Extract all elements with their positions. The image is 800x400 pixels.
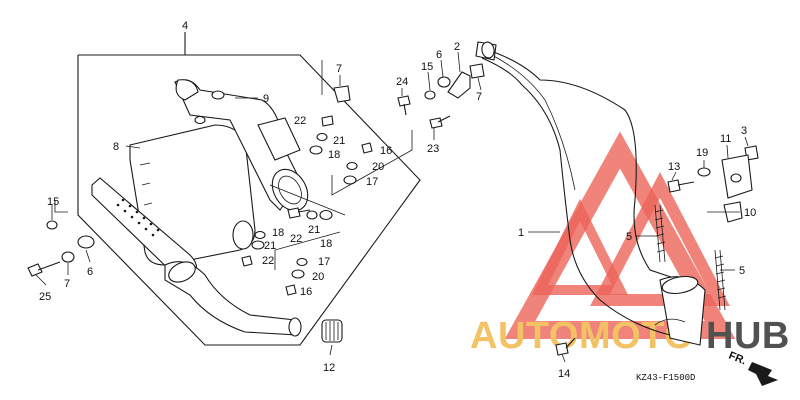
bolt-stack-upper xyxy=(309,115,413,196)
callout-24: 24 xyxy=(396,76,408,88)
watermark-text-right: HUB xyxy=(706,315,790,357)
callout-7-top: 7 xyxy=(336,63,342,75)
muffler-cover xyxy=(174,79,309,212)
callout-15-top: 15 xyxy=(421,61,433,73)
callout-5-right: 5 xyxy=(739,265,745,277)
diagram-code: KZ43-F1500D xyxy=(636,373,695,383)
watermark-logo: AUTOMOTO HUB xyxy=(470,131,790,357)
callout-22-left: 22 xyxy=(262,255,274,267)
callout-21-upper: 21 xyxy=(333,135,345,147)
callout-16-lower: 16 xyxy=(300,286,312,298)
hardware-left xyxy=(27,85,351,343)
hardware-right xyxy=(555,145,759,356)
assembly-frame-4 xyxy=(54,32,421,346)
callout-16-upper: 16 xyxy=(380,145,392,157)
callout-12: 12 xyxy=(323,362,335,374)
callout-8: 8 xyxy=(113,141,119,153)
callout-1: 1 xyxy=(518,227,524,239)
callout-22-upper: 22 xyxy=(294,115,306,127)
watermark-text-left: AUTOMOTO xyxy=(470,315,694,357)
springs xyxy=(654,204,727,311)
hardware-upper-mid xyxy=(397,63,485,129)
callout-5-left: 5 xyxy=(626,231,632,243)
callout-21-left: 21 xyxy=(264,240,276,252)
callout-4: 4 xyxy=(182,20,188,32)
callout-9: 9 xyxy=(263,93,269,105)
bolt-stack-middle xyxy=(241,184,346,267)
callout-25: 25 xyxy=(39,291,51,303)
callout-21-middle: 21 xyxy=(308,224,320,236)
callout-15-left: 15 xyxy=(47,196,59,208)
leader-lines xyxy=(35,51,749,363)
callout-18-upper: 18 xyxy=(328,149,340,161)
callout-14: 14 xyxy=(558,368,570,380)
callout-11: 11 xyxy=(720,133,731,145)
callout-7-left: 7 xyxy=(64,278,70,290)
callout-6-left: 6 xyxy=(87,266,93,278)
callout-18-middle: 18 xyxy=(320,238,332,250)
callout-2: 2 xyxy=(454,41,460,53)
front-arrow-icon xyxy=(748,362,778,386)
callout-20-upper: 20 xyxy=(372,161,384,173)
bolt-stack-lower xyxy=(274,231,341,296)
callout-20-lower: 20 xyxy=(312,271,324,283)
callout-22-middle: 22 xyxy=(290,233,302,245)
inner-pipe xyxy=(91,177,302,337)
callout-10: 10 xyxy=(744,207,756,219)
callout-23: 23 xyxy=(427,143,439,155)
callout-19: 19 xyxy=(696,147,708,159)
callout-13: 13 xyxy=(668,161,680,173)
callout-7-right: 7 xyxy=(476,91,482,103)
callout-3: 3 xyxy=(741,125,747,137)
callout-17-lower: 17 xyxy=(318,256,330,268)
callout-17-upper: 17 xyxy=(366,176,378,188)
callout-18-left: 18 xyxy=(272,227,284,239)
callout-6-top: 6 xyxy=(436,49,442,61)
callout-numbers: 4 8 9 7 22 21 18 16 20 17 22 21 18 18 21… xyxy=(39,20,756,380)
exhaust-pipe xyxy=(475,41,706,346)
